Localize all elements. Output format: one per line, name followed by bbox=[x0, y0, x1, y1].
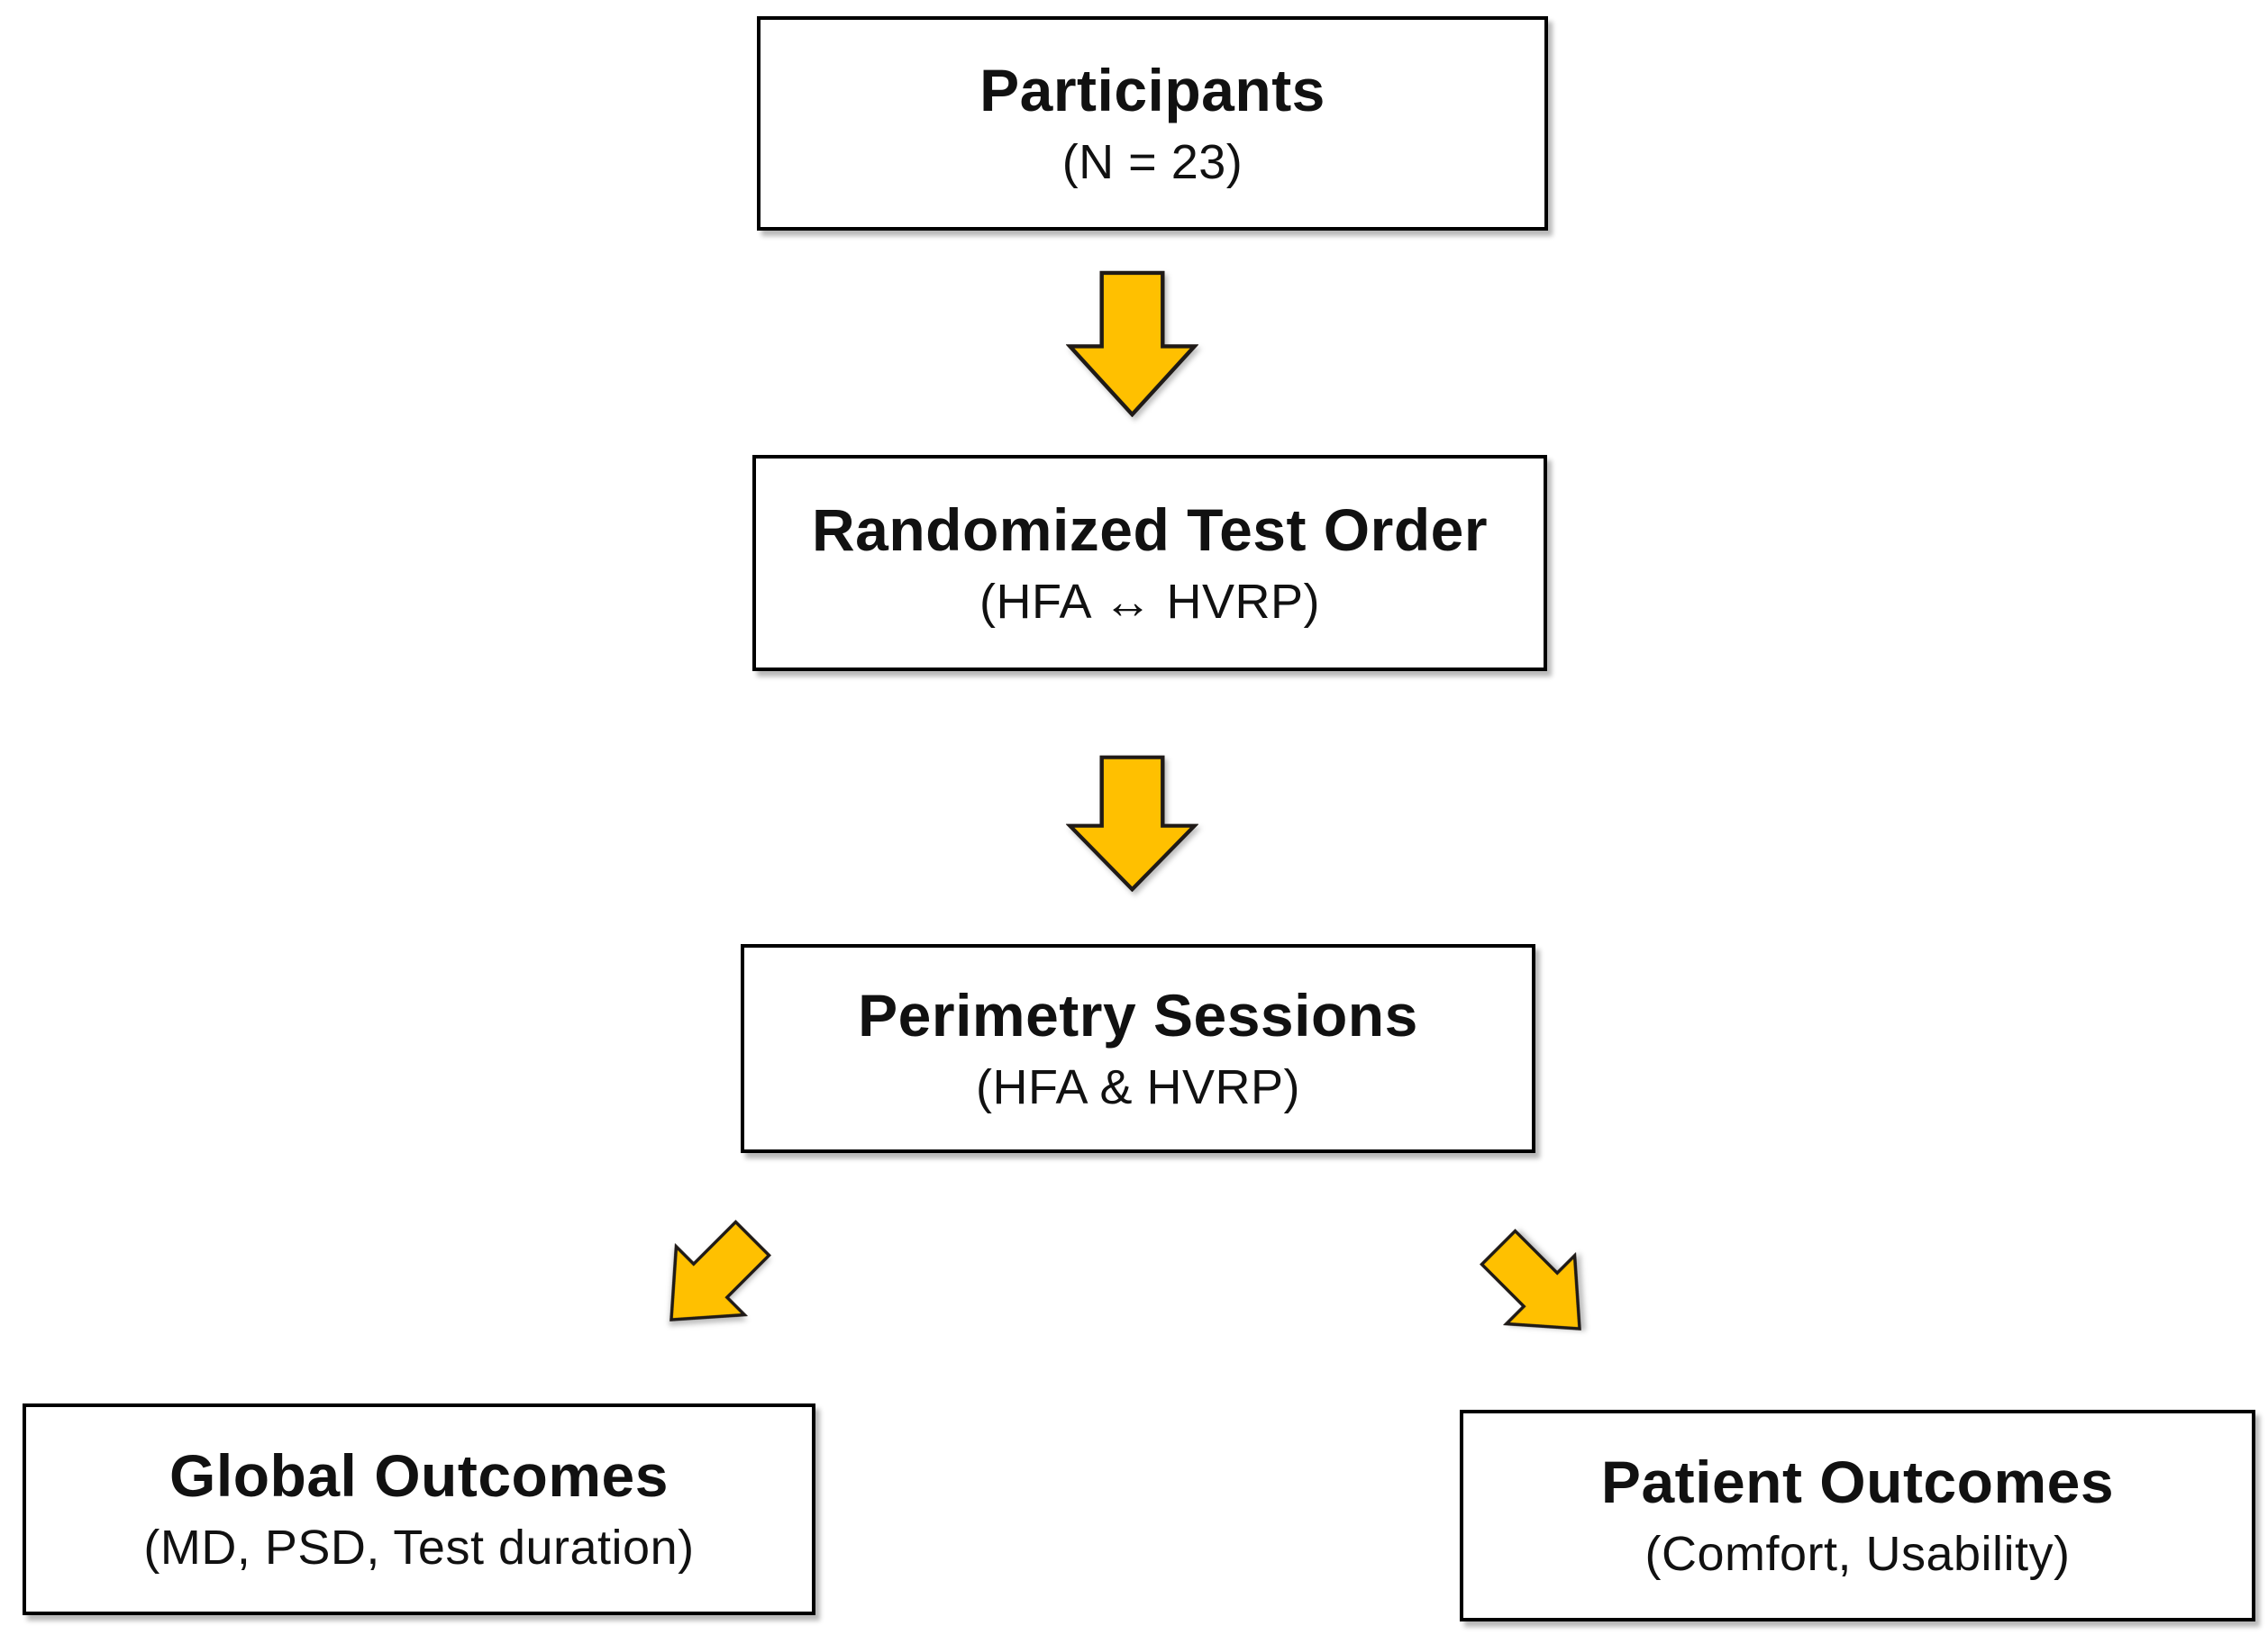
node-perimetry-sessions: Perimetry Sessions (HFA & HVRP) bbox=[741, 944, 1535, 1153]
node-subtitle: (Comfort, Usability) bbox=[1644, 1527, 2071, 1582]
node-subtitle: (MD, PSD, Test duration) bbox=[143, 1521, 695, 1576]
node-subtitle: (HFA ↔ HVRP) bbox=[979, 574, 1321, 629]
down-arrow-icon bbox=[1066, 270, 1198, 417]
node-title: Randomized Test Order bbox=[811, 495, 1489, 563]
node-title: Participants bbox=[979, 56, 1325, 123]
down-right-arrow-icon bbox=[1479, 1228, 1581, 1331]
node-subtitle: (HFA & HVRP) bbox=[975, 1059, 1301, 1114]
node-patient-outcomes: Patient Outcomes (Comfort, Usability) bbox=[1460, 1410, 2255, 1621]
node-subtitle: (N = 23) bbox=[1061, 134, 1243, 189]
node-title: Perimetry Sessions bbox=[858, 981, 1418, 1049]
node-randomized-test-order: Randomized Test Order (HFA ↔ HVRP) bbox=[752, 455, 1547, 671]
node-title: Global Outcomes bbox=[169, 1442, 669, 1510]
down-arrow-icon bbox=[1066, 755, 1198, 892]
node-title: Patient Outcomes bbox=[1600, 1449, 2115, 1516]
node-global-outcomes: Global Outcomes (MD, PSD, Test duration) bbox=[23, 1403, 815, 1615]
node-participants: Participants (N = 23) bbox=[757, 16, 1548, 231]
down-left-arrow-icon bbox=[669, 1219, 772, 1322]
